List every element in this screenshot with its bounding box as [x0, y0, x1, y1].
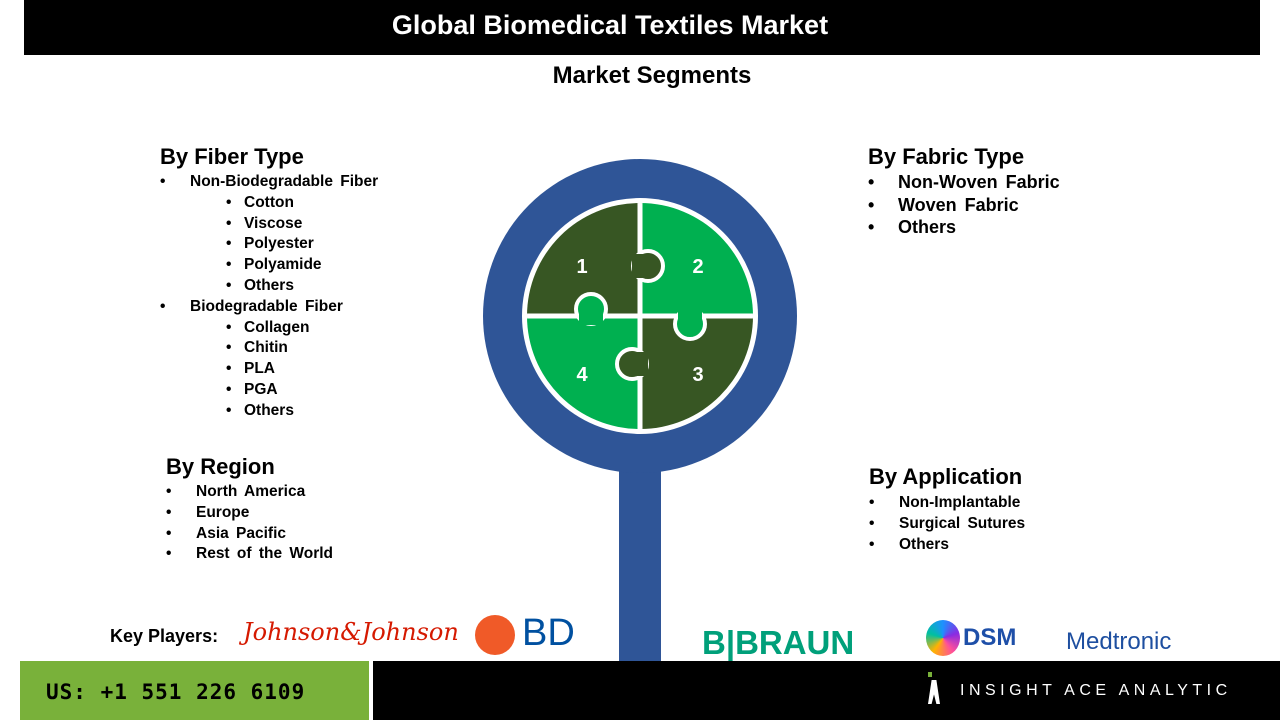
page-subtitle: Market Segments: [552, 62, 752, 89]
list-item: Biodegradable Fiber: [160, 297, 378, 318]
logo-bd: BD: [522, 612, 575, 654]
list-item: Europe: [166, 503, 333, 524]
list-item: Polyester: [160, 234, 378, 255]
list-item: North America: [166, 482, 333, 503]
segment-title: By Region: [166, 454, 275, 479]
list-item: Woven Fabric: [868, 194, 1060, 217]
list-item: Chitin: [160, 338, 378, 359]
logo-medtronic: Medtronic: [1066, 628, 1172, 655]
logo-johnson-johnson: Johnson&Johnson: [243, 618, 459, 646]
segment-application: By Application Non-ImplantableSurgical S…: [869, 464, 1025, 555]
key-players-label: Key Players:: [110, 626, 219, 646]
segment-title: By Fabric Type: [868, 144, 1025, 169]
segment-title: By Fiber Type: [160, 144, 304, 169]
list-item: Cotton: [160, 193, 378, 214]
magnifier-handle: [619, 470, 661, 661]
piece-label-2: 2: [692, 256, 703, 278]
phone-number: US: +1 551 226 6109: [20, 661, 369, 720]
list-item: PGA: [160, 380, 378, 401]
segment-title: By Application: [869, 464, 1023, 489]
list-item: Viscose: [160, 214, 378, 235]
list-item: Rest of the World: [166, 544, 333, 565]
bd-logo-icon: [475, 615, 515, 655]
list-item: Polyamide: [160, 255, 378, 276]
segment-fabric-type: By Fabric Type Non-Woven FabricWoven Fab…: [868, 144, 1060, 239]
list-item: Others: [160, 401, 378, 422]
segment-fiber-type: By Fiber Type Non-Biodegradable FiberCot…: [160, 144, 378, 422]
brand-name: INSIGHT ACE ANALYTIC: [960, 682, 1232, 699]
list-item: Non-Biodegradable Fiber: [160, 172, 378, 193]
logo-bbraun: B|BRAUN: [702, 624, 855, 661]
segment-region: By Region North AmericaEuropeAsia Pacifi…: [166, 454, 333, 565]
logo-dsm: DSM: [963, 624, 1017, 651]
title-bar: Global Biomedical Textiles Market: [24, 0, 1260, 55]
list-item: PLA: [160, 359, 378, 380]
list-item: Non-Implantable: [869, 493, 1025, 514]
page-title: Global Biomedical Textiles Market: [391, 10, 829, 40]
insight-ace-logo-icon: [928, 672, 942, 704]
list-item: Others: [869, 535, 1025, 556]
list-item: Asia Pacific: [166, 524, 333, 545]
piece-label-4: 4: [576, 364, 588, 386]
list-item: Others: [160, 276, 378, 297]
list-item: Surgical Sutures: [869, 514, 1025, 535]
list-item: Non-Woven Fabric: [868, 171, 1060, 194]
piece-label-3: 3: [692, 364, 703, 386]
footer-bar: [373, 661, 1280, 720]
list-item: Collagen: [160, 318, 378, 339]
piece-label-1: 1: [576, 256, 587, 278]
dsm-logo-icon: [926, 620, 960, 656]
list-item: Others: [868, 216, 1060, 239]
